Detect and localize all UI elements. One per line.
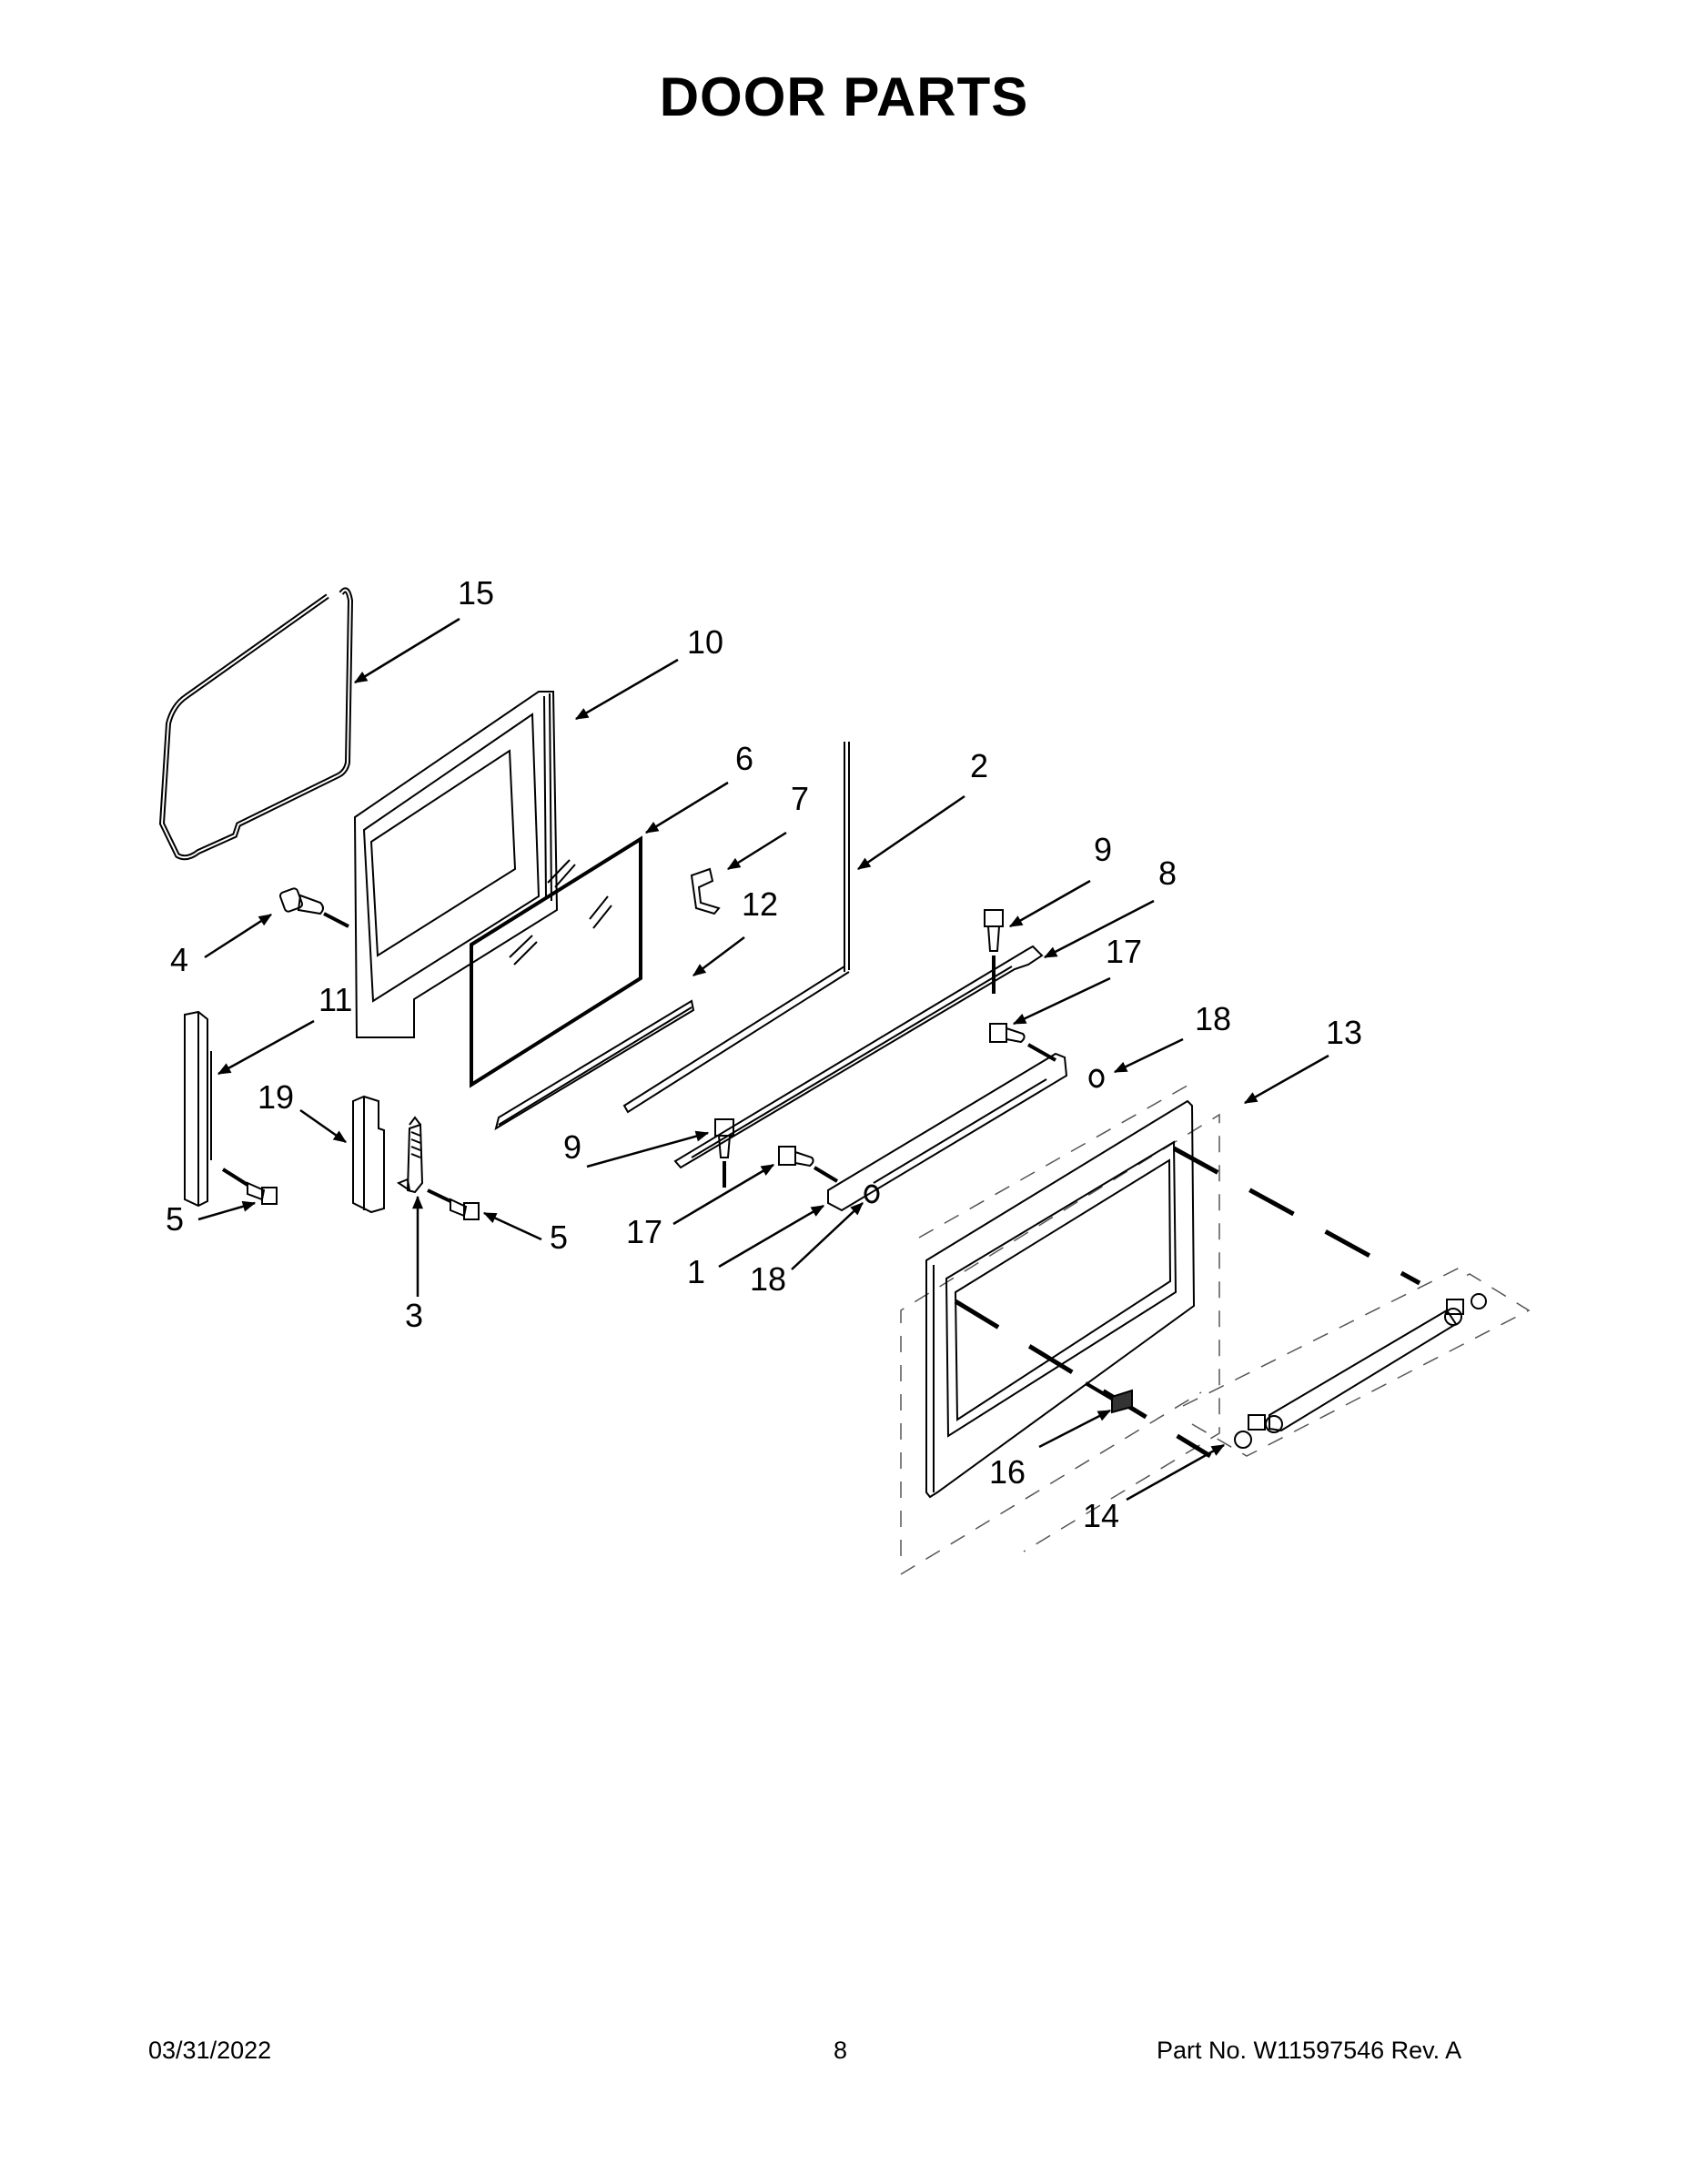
callout-3: 3 (405, 1297, 423, 1334)
callout-14: 14 (1083, 1497, 1119, 1534)
footer-part-number: Part No. W11597546 Rev. A (1157, 2037, 1462, 2064)
callout-16: 16 (989, 1453, 1026, 1491)
part-9-screw-top (984, 909, 1004, 994)
callout-18-top: 18 (1195, 1000, 1231, 1037)
part-5-screw-right (427, 1188, 480, 1220)
part-2-seal-channel (622, 742, 850, 1114)
part-14-handle-kit (1182, 1264, 1531, 1457)
callout-labels: 15 10 6 7 2 9 8 12 17 18 13 4 11 19 9 5 … (166, 574, 1362, 1534)
callout-17-bottom: 17 (626, 1213, 662, 1250)
callout-7: 7 (791, 780, 809, 817)
callout-17-top: 17 (1106, 933, 1142, 970)
callout-1: 1 (687, 1253, 705, 1290)
part-4-screw (278, 887, 349, 928)
callout-6: 6 (735, 740, 753, 777)
page-title: DOOR PARTS (659, 66, 1029, 127)
part-17-screw-bottom (778, 1146, 839, 1183)
callout-8: 8 (1158, 854, 1177, 892)
part-6-inner-glass (470, 835, 642, 1088)
part-17-screw-top (989, 1023, 1056, 1062)
callout-2: 2 (970, 747, 988, 784)
callout-15: 15 (458, 574, 494, 612)
part-1-hinge-receiver (827, 1052, 1068, 1212)
callout-9-top: 9 (1094, 831, 1112, 868)
callout-13: 13 (1326, 1014, 1362, 1051)
part-8-top-trim (673, 945, 1044, 1169)
callout-9-bottom: 9 (563, 1128, 581, 1166)
part-13-outer-door (900, 1082, 1220, 1575)
callout-4: 4 (170, 941, 188, 978)
part-19-insulation-block (352, 1095, 385, 1214)
callout-10: 10 (687, 623, 723, 661)
footer-date: 03/31/2022 (148, 2037, 272, 2064)
footer-page-number: 8 (834, 2037, 848, 2064)
callout-11: 11 (318, 981, 352, 1018)
callout-5-right: 5 (550, 1218, 568, 1256)
part-16-vent-badge (1084, 1381, 1133, 1414)
part-11-side-trim (184, 1010, 212, 1208)
part-18-washer-top (1088, 1068, 1105, 1088)
part-3-hinge (396, 1116, 424, 1194)
part-18-washer-bottom (864, 1184, 880, 1204)
part-9-screw-bottom (714, 1118, 734, 1188)
callout-18-bottom: 18 (750, 1260, 786, 1298)
part-7-glass-clip (690, 867, 721, 915)
callout-5-left: 5 (166, 1200, 184, 1238)
part-5-screw-left (221, 1168, 278, 1205)
part-10-inner-door-panel (353, 691, 559, 1038)
callout-19: 19 (258, 1078, 294, 1116)
callout-12: 12 (742, 885, 778, 923)
part-12-glass-retainer (494, 999, 695, 1131)
part-15-door-gasket (158, 587, 354, 861)
